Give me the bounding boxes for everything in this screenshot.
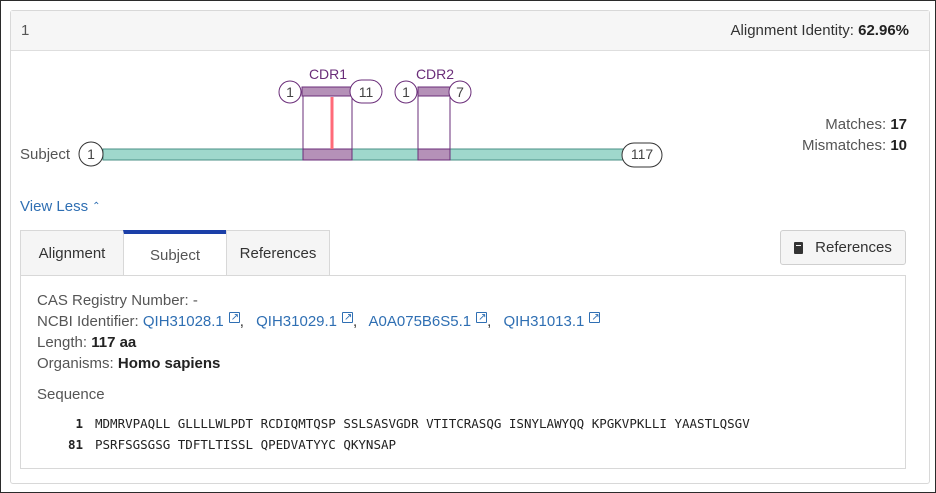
ncbi-row: NCBI Identifier: QIH31028.1, QIH31029.1,… — [37, 307, 601, 332]
cdr2-top-bar — [417, 86, 451, 97]
sequence-row-text: PSRFSGSGSG TDFTLTISSL QPEDVATYYC QKYNSAP — [95, 437, 397, 452]
view-less-toggle[interactable]: View Less⌃ — [20, 198, 100, 215]
sequence-row-number: 1 — [75, 416, 83, 431]
cdr1-start-label: 1 — [286, 84, 294, 100]
subject-panel: CAS Registry Number: - NCBI Identifier: … — [20, 275, 906, 469]
match-stats: Matches: 17 Mismatches: 10 — [802, 114, 907, 156]
cdr2-start-label: 1 — [402, 84, 410, 100]
references-button[interactable]: References — [780, 230, 906, 265]
cdr1-top-bar — [301, 86, 353, 97]
identity-label: Alignment Identity: — [730, 22, 854, 39]
cdr1-label: CDR1 — [309, 66, 347, 82]
subject-start-marker — [78, 141, 104, 167]
cdr1-end-label: 11 — [359, 84, 374, 100]
result-index: 1 — [21, 22, 30, 39]
sequence-row-text: MDMRVPAQLL GLLLLWLPDT RCDIQMTQSP SSLSASV… — [95, 416, 750, 431]
tab-references[interactable]: References — [226, 230, 330, 275]
subject-info: CAS Registry Number: - NCBI Identifier: … — [37, 290, 601, 374]
cdr2-bottom-bar — [417, 148, 451, 161]
external-link-icon[interactable] — [589, 307, 601, 328]
sequence-title: Sequence — [37, 386, 105, 403]
subject-bar — [102, 148, 628, 161]
cdr1-region — [302, 95, 353, 150]
tab-alignment[interactable]: Alignment — [20, 230, 124, 275]
length-label: Length: — [37, 334, 88, 351]
sequence-row: 1 MDMRVPAQLL GLLLLWLPDT RCDIQMTQSP SSLSAS… — [37, 413, 750, 434]
cas-value: - — [192, 292, 198, 309]
sequence-block: 1 MDMRVPAQLL GLLLLWLPDT RCDIQMTQSP SSLSAS… — [37, 413, 750, 455]
organisms-row: Organisms: Homo sapiens — [37, 353, 600, 374]
sequence-row-number: 81 — [67, 437, 83, 452]
mismatches-value: 10 — [890, 137, 907, 154]
matches-value: 17 — [890, 116, 907, 133]
cdr2-region — [417, 95, 451, 150]
cdr2-end-marker — [448, 80, 472, 104]
cdr1-end-marker — [349, 79, 383, 104]
view-less-label: View Less — [20, 198, 89, 215]
cdr2-start-marker — [394, 80, 418, 104]
book-icon — [794, 241, 804, 254]
subject-label: Subject — [20, 146, 71, 163]
ncbi-link[interactable]: A0A075B6S5.1 — [368, 313, 472, 330]
sequence-row: 81 PSRFSGSGSG TDFTLTISSL QPEDVATYYC QKYNS… — [37, 434, 750, 455]
length-value: 117 aa — [91, 334, 137, 351]
ncbi-label: NCBI Identifier: — [37, 313, 139, 330]
cdr2-label: CDR2 — [416, 66, 454, 82]
alignment-diagram: 1 117 CDR1 1 11 CDR2 1 7 — [78, 66, 663, 168]
identity-value: 62.96% — [858, 22, 909, 39]
chevron-up-icon: ⌃ — [92, 201, 101, 212]
external-link-icon[interactable] — [228, 307, 240, 328]
external-link-icon[interactable] — [342, 307, 354, 328]
alignment-identity: Alignment Identity: 62.96% — [731, 22, 909, 39]
matches-row: Matches: 17 — [802, 114, 907, 135]
ncbi-link[interactable]: QIH31028.1 — [142, 313, 224, 330]
subject-end-marker — [621, 142, 663, 168]
mismatches-row: Mismatches: 10 — [802, 135, 907, 156]
mismatches-label: Mismatches: — [801, 137, 887, 154]
cas-row: CAS Registry Number: - — [37, 290, 600, 311]
detail-tabs: Alignment Subject References References … — [20, 230, 906, 470]
cdr1-start-marker — [278, 80, 302, 104]
subject-start-label: 1 — [87, 146, 95, 162]
subject-end-label: 117 — [631, 146, 654, 162]
cdr2-end-label: 7 — [456, 84, 464, 100]
card-header: 1 Alignment Identity: 62.96% — [11, 11, 929, 51]
references-button-label: References — [815, 239, 892, 256]
ncbi-link[interactable]: QIH31029.1 — [256, 313, 338, 330]
external-link-icon[interactable] — [476, 307, 488, 328]
cdr1-bottom-bar — [302, 148, 353, 161]
cas-label: CAS Registry Number: — [37, 292, 189, 309]
ncbi-link[interactable]: QIH31013.1 — [503, 313, 585, 330]
tab-subject[interactable]: Subject — [123, 230, 227, 277]
matches-label: Matches: — [825, 116, 887, 133]
length-row: Length: 117 aa — [37, 332, 600, 353]
organisms-value: Homo sapiens — [117, 355, 221, 372]
organisms-label: Organisms: — [37, 355, 114, 372]
